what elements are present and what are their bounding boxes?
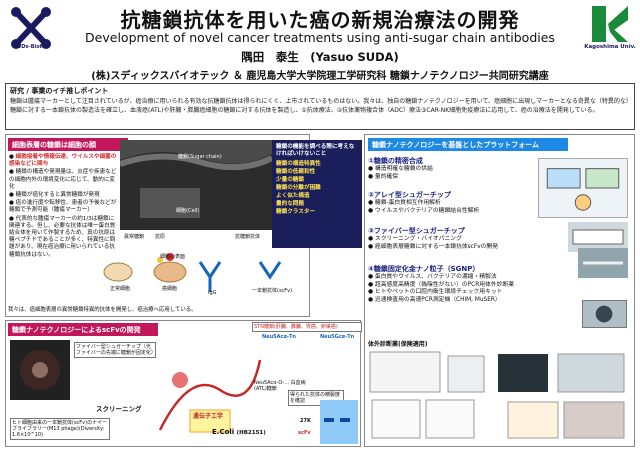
page-title: 抗糖鎖抗体を用いた癌の新規治療法の開発 [120,8,520,32]
igg-label: IgG [208,290,217,296]
bullet-item: ● 代表的な腫瘍マーカーの約1/3は糖鎖に関連する。但し、必要な抗体は唯一蛋白質… [9,215,116,258]
page-subtitle: Development of novel cancer treatments u… [85,30,555,45]
screening-label: スクリーニング [96,405,142,413]
sec-item: ● 糖鎖-蛋白質相互作用解析 [368,200,441,206]
cell-micrograph [120,140,272,230]
scfv-product-label: scFv [298,430,311,436]
gold-nanoparticle-image [582,300,627,328]
sec-item: ● 癌細胞表層糖鎖に対する一本鎖抗体scFvの開発 [368,243,499,250]
sudx-logo-text: SUDx-Biotec [13,44,49,50]
scfv-label: 一本鎖抗体(scFv) [252,288,293,294]
phage-label: ファイバー型シュガーチップ（光ファイバーの先端に糖鎖が固定化） [74,342,156,358]
sudx-logo-icon [11,7,51,49]
kagoshima-logo-text: Kagoshima Univ. [584,44,636,50]
sec-item: ● 蛋白質やウイルス、バクテリアの濃縮・精製法 [368,274,497,280]
sec-item: ● 迅速検査用の高速PCR測定機（CHIM, MuSER） [368,296,501,303]
normal-cell-label: 正常細胞 [110,286,131,292]
antigen-label: 抗原 [155,234,166,240]
bullet-item: ● 糖鎖が癌化すると異常糖鎖が発現 [9,192,100,199]
platform-section [364,134,635,447]
diagnostic-kit-label: 体外診断薬(保険適用) [368,341,428,348]
bullet-item: ● 癌の進行度や転移性、患者の予後などが糖鎖で予測可能（腫瘍マーカー） [9,200,117,214]
fiber-chip-image [578,248,628,278]
gene-label: 遺伝子工学 [193,413,224,420]
scfv-section [5,320,361,447]
scfv-title: 糖鎖ナノテクノロジーによるscFvの開発 [8,323,158,336]
library-label: ヒト細胞由来の一本鎖抗体(scFv)のナイーブライブラリー(M13 phage)… [10,418,110,440]
intro-box: 研究 / 事業のイチ推しポイント 糖鎖は腫瘍マーカーとして注目されているが、癌治… [5,83,635,130]
sec-item: ● ヒトやペットの口腔内衛生環境チェック用キット [368,289,503,295]
sec-item: ● 量的確保 [368,173,399,180]
sugar-chain-label: 糖鎖(Sugar chain) [178,154,222,160]
sec-title: ④糖鎖固定化金ナノ粒子（SGNP） [368,265,480,273]
chain-2-label: Neu5Gcα-Tn [320,334,355,340]
cancer-cell-label: 癌細胞 [162,286,178,292]
diagnostic-products-image [369,351,625,439]
antibody-diagram [103,253,282,292]
author-name: 隅田 泰生 (Yasuo SUDA) [241,50,399,64]
gel-image [320,400,358,444]
cell-surface-title: 細胞表層の糖鎖は細胞の顔 [8,138,128,151]
considerations-box: 糖鎖の機能を調べる際に考えなければいけないこと 糖鎖の構造特異性 糖鎖の低親和性… [272,140,362,248]
bullet-item: ● 細胞接着や情報伝達、ウイルスや細菌の感染などに関与 [9,154,117,168]
affiliation: (株)スディックスバイオテック ＆ 鹿児島大学大学院理工学研究科 糖鎖ナノテクノ… [91,71,549,82]
bullet-item: ● 糖鎖の構造や発現量は、炎症や疾患などの細胞内外の環境変化に応じて、動的に変化 [9,169,117,190]
sec-title: ①糖鎖の精密合成 [368,157,423,165]
panning-diagram [158,359,262,433]
platform-sec-1: ①糖鎖の精密合成 ● 構造明確な糖鎖の供給 ● 量的確保 [368,156,538,181]
stn-label: STN糖鎖(肝臓、膵臓、胃癌、卵巣癌) [252,322,362,332]
abnormal-sugar-label: 異常糖鎖 [124,234,145,240]
platform-sec-2: ②アレイ型シュガーチップ ● 糖鎖-蛋白質相互作用解析 ● ウイルスやバクテリア… [368,190,538,215]
consideration-item: 糖鎖の低親和性 [276,169,316,175]
sec-title: ③ファイバー型シュガーチップ [368,227,465,235]
sec-item: ● ウイルスやバクテリアの糖鎖結合性解析 [368,207,480,214]
sugar-chip-image [538,158,628,218]
intro-heading: 研究 / 事業のイチ推しポイント [10,87,109,95]
sec-item: ● スクリーニング・バイオパニング [368,236,462,242]
chain-1-label: Neu5Acα-Tn [262,334,296,340]
intro-body: 糖鎖は腫瘍マーカーとして注目されているが、癌治療に用いられる有効な抗糖鎖抗体は得… [10,98,629,115]
platform-sec-3: ③ファイバー型シュガーチップ ● スクリーニング・バイオパニング ● 癌細胞表層… [368,226,568,251]
cell-surface-footnote: 我々は、癌細胞表層の異常糖鎖特異的抗体を開発し、癌治療へ応用している。 [8,307,197,313]
cell-surface-label: 細胞の表面 [160,254,186,260]
consideration-item: 糖鎖の分離が困難 [276,185,321,191]
kagoshima-logo-icon [592,6,628,42]
consideration-item: よく似た構造 [276,193,310,199]
platform-sec-4: ④糖鎖固定化金ナノ粒子（SGNP） ● 蛋白質やウイルス、バクテリアの濃縮・精製… [368,264,580,304]
mw-label: 27K [300,418,311,424]
cell-label: 細胞(Cell) [176,208,200,214]
sec-item: ● 超高感度高精度（偽陰性がない）のPCR用体外診断薬 [368,281,515,288]
consideration-item: 糖鎖クラスター [276,209,316,215]
atl-label: Neu5Acα-O-... 白血病(ATL)糖鎖 [254,380,306,392]
antibody-label: 抗糖鎖抗体 [235,234,261,240]
platform-title: 糖鎖ナノテクノロジーを基盤としたプラットフォーム [368,138,568,151]
sec-title: ②アレイ型シュガーチップ [368,191,451,199]
sec-item: ● 構造明確な糖鎖の供給 [368,166,433,172]
phage-image [10,340,70,400]
consideration-item: 少量の糖鎖 [276,177,304,183]
consideration-item: 糖鎖の構造特異性 [276,161,321,167]
ecoli-label: E.Coli (HB2151) [212,428,266,436]
considerations-heading: 糖鎖の機能を調べる際に考えなければいけないこと [276,144,355,157]
cell-surface-bullets: ● 細胞接着や情報伝達、ウイルスや細菌の感染などに関与 ● 糖鎖の構造や発現量は… [9,154,119,260]
array-chip-image [568,222,628,252]
consideration-item: 量的な問題 [276,201,304,207]
